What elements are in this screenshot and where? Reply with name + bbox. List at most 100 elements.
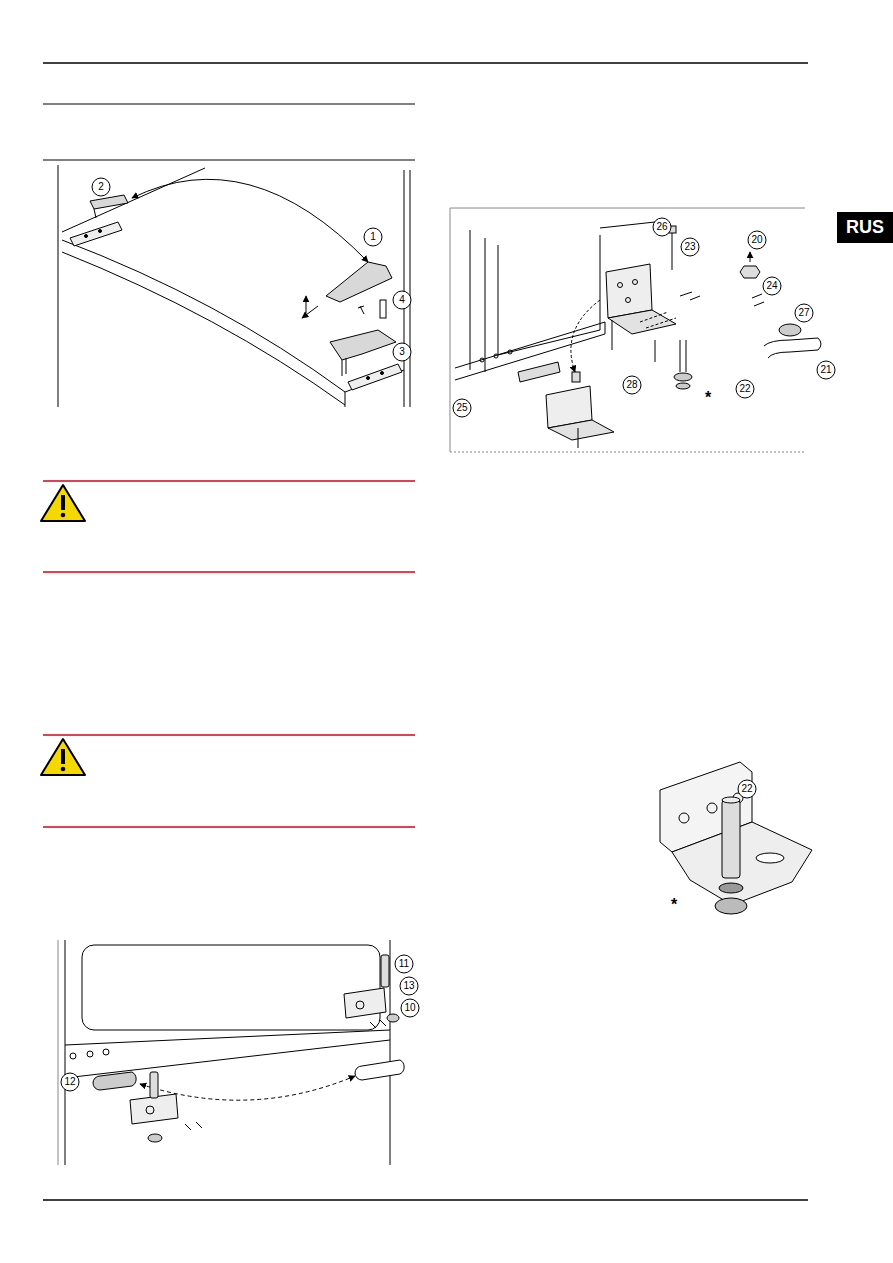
door-bottom-figure-part	[148, 1134, 162, 1142]
hinge-detail-figure-part	[719, 883, 743, 893]
door-hinge-figure-part	[548, 420, 614, 440]
language-tab: RUS	[837, 212, 893, 243]
fridge-top-figure-part	[85, 235, 88, 238]
fridge-top-figure-part	[94, 209, 96, 218]
callout-circle	[653, 218, 671, 236]
fridge-top-figure-part	[342, 360, 343, 376]
fridge-top-figure-part	[326, 262, 392, 302]
callout-number: 22	[741, 784, 752, 794]
callout-circle	[763, 277, 781, 295]
door-hinge-figure-part	[686, 340, 687, 372]
door-hinge-figure-part	[676, 383, 690, 389]
door-hinge-figure-part	[600, 222, 655, 228]
callout-number: 24	[766, 281, 777, 291]
door-bottom-figure-part	[390, 940, 391, 1165]
callout-circle	[795, 304, 813, 322]
door-bottom-figure-part	[65, 1040, 390, 1078]
fridge-top-figure-part	[99, 230, 102, 233]
warning-symbol-part	[41, 485, 85, 521]
fridge-top-figure-part	[345, 392, 346, 407]
door-bottom-figure-part	[87, 1051, 93, 1057]
door-bottom-figure-part	[70, 1053, 76, 1059]
fridge-top-figure-part	[62, 240, 345, 392]
door-hinge-figure-part	[752, 294, 764, 306]
warning-symbol-part	[41, 739, 85, 775]
door-bottom-figure-part	[381, 955, 389, 987]
warning-rule-part	[43, 571, 415, 573]
callout-number: 4	[399, 295, 405, 305]
callout-number: 1	[370, 232, 376, 242]
callout-circle	[817, 361, 835, 379]
warning-rule-part	[43, 826, 415, 828]
warning-symbol	[41, 485, 85, 775]
fridge-top-figure-part	[302, 306, 318, 318]
door-bottom-figure-part	[93, 1072, 136, 1090]
callout-circles	[61, 178, 835, 1091]
footnote-mark: *	[705, 390, 711, 406]
door-hinge-figure-part	[450, 208, 451, 452]
door-hinge-figure-part	[450, 208, 805, 209]
callout-circle	[61, 1073, 79, 1091]
door-hinge-figure-part	[626, 298, 631, 303]
door-hinge-figure-part	[655, 340, 656, 362]
door-bottom-figure-part	[103, 1049, 109, 1055]
door-hinge-figure-part	[612, 320, 613, 350]
fridge-top-figure-part	[306, 296, 307, 314]
fridge-top-figure-part	[330, 330, 396, 360]
callout-circle	[738, 780, 756, 798]
callout-circle	[393, 291, 411, 309]
hinge-detail-figure-part	[715, 898, 747, 914]
door-hinge-figure-part	[672, 232, 673, 270]
fridge-top-figure-part	[70, 222, 122, 246]
door-bottom-figure-part	[65, 1030, 390, 1045]
warning-symbol-part	[61, 767, 66, 772]
callout-number: 10	[404, 1003, 415, 1013]
callout-number: 25	[456, 403, 467, 413]
callout-number: 3	[399, 347, 405, 357]
callout-number: 2	[98, 182, 104, 192]
callout-circle	[748, 231, 766, 249]
fridge-top-figure-part	[62, 252, 345, 405]
door-bottom-figure-part	[58, 940, 59, 1165]
door-hinge-figure-part	[740, 266, 760, 278]
hinge-detail-figure-part	[679, 813, 689, 823]
fridge-top-figure-part	[348, 364, 402, 390]
footnote-mark: *	[671, 897, 677, 913]
door-hinge-figure-part	[750, 252, 751, 262]
fridge-top-figure-part	[381, 372, 384, 375]
door-hinge-figure-part	[578, 428, 579, 448]
callout-number: 20	[751, 235, 762, 245]
fridge-top-figure-part	[410, 170, 411, 407]
hinge-detail-figure-part	[722, 800, 740, 878]
warning-symbol-part	[61, 513, 66, 518]
callout-number: 21	[820, 365, 831, 375]
callout-circle	[393, 343, 411, 361]
door-bottom-figure-part	[146, 1106, 154, 1114]
door-hinge-figure-part	[606, 264, 652, 318]
warning-symbol-part	[61, 749, 65, 764]
door-bottom-figure	[58, 940, 404, 1165]
door-hinge-figure-part	[680, 340, 681, 372]
hinge-detail-figure-part	[722, 797, 740, 803]
callout-number: 27	[798, 308, 809, 318]
door-hinge-figure-part	[494, 354, 498, 358]
door-hinge-figure-part	[455, 322, 605, 368]
door-bottom-figure-part	[356, 1001, 364, 1009]
door-hinge-figure-part	[674, 373, 692, 381]
callout-circle	[623, 376, 641, 394]
door-bottom-figure-part	[387, 1014, 399, 1022]
page-rule-part	[43, 62, 808, 64]
callout-circle	[364, 228, 382, 246]
callout-circle	[400, 977, 418, 995]
callout-circle	[401, 999, 419, 1017]
callout-circle	[395, 955, 413, 973]
door-hinge-figure-part	[470, 230, 471, 370]
door-hinge-figure-part	[640, 312, 676, 328]
door-bottom-figure-part	[65, 940, 66, 1165]
callout-number: 22	[739, 384, 750, 394]
fridge-top-figure-part	[404, 170, 405, 407]
hinge-detail-figure-part	[672, 822, 812, 905]
door-hinge-figure-part	[480, 358, 484, 362]
